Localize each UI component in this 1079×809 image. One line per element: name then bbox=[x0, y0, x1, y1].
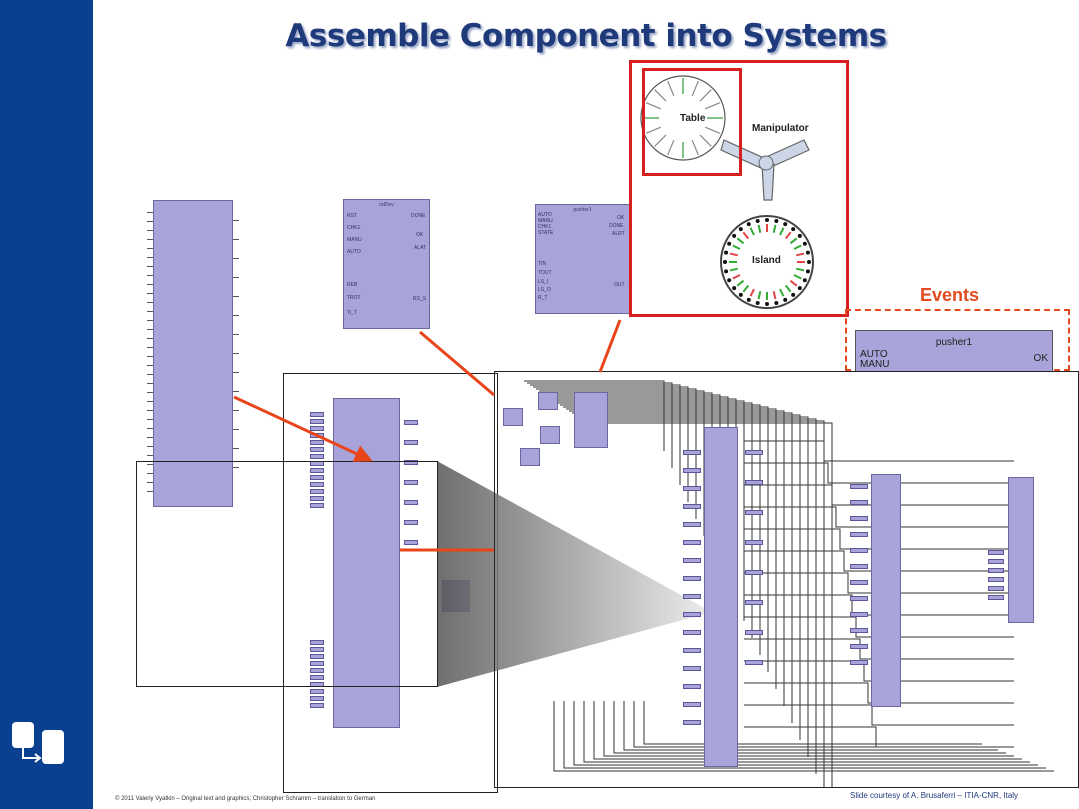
footer-copyright: © 2011 Valeriy Vyatkin – Original text a… bbox=[115, 796, 375, 802]
footer-credit: Slide courtesy of A. Brusaferri – ITIA-C… bbox=[850, 791, 1018, 800]
